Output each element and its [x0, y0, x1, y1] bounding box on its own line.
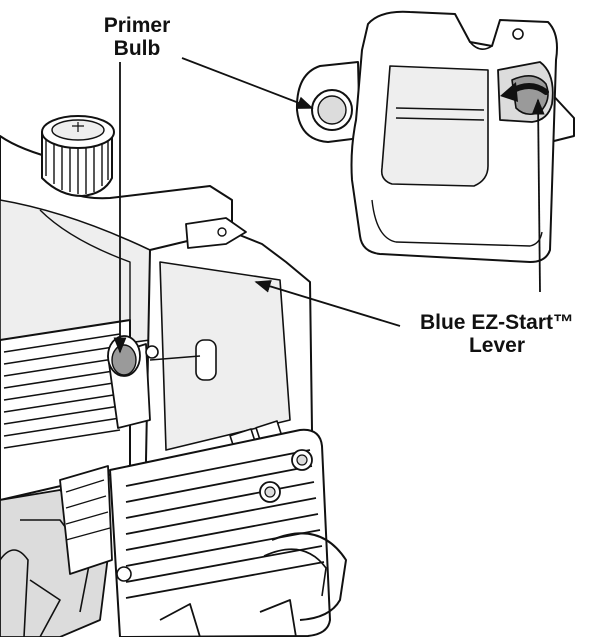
engine-housing — [0, 115, 347, 638]
ez-start-lever-label: Blue EZ-Start™ Lever — [392, 311, 602, 357]
lever-label-line2: Lever — [468, 334, 526, 357]
lever-main-leader — [254, 280, 401, 327]
lever-label-line1: Blue EZ-Start™ — [419, 311, 574, 334]
primer-bulb-label: Primer Bulb — [82, 14, 192, 60]
primer-label-line1: Primer — [103, 14, 171, 37]
blue-lever-icon — [511, 75, 549, 116]
curved-arrow-icon — [500, 82, 549, 102]
primer-inset-leader — [181, 57, 314, 109]
primer-label-line2: Bulb — [113, 37, 161, 60]
primer-bulb-icon — [111, 344, 137, 376]
lever-inset-leader — [531, 98, 545, 293]
leader-lines — [113, 57, 545, 354]
lever-cover-inset — [295, 10, 575, 263]
cover-inner-panel — [380, 65, 489, 187]
